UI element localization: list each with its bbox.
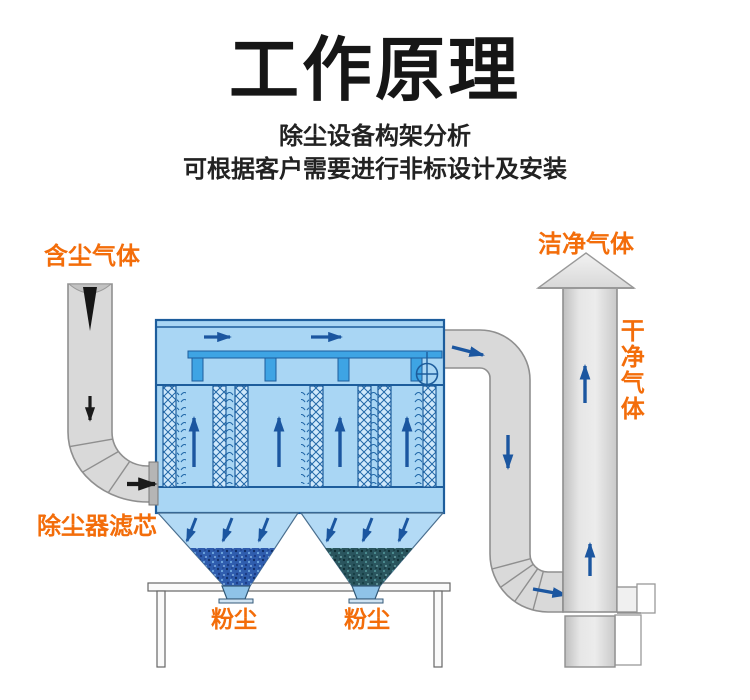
exhaust-stack — [535, 252, 656, 668]
updraft-arrows — [188, 415, 413, 467]
outlet-flange-left — [218, 598, 254, 604]
filter-cartridges — [162, 385, 437, 488]
label-dusty-gas: 含尘气体 — [44, 243, 140, 270]
subtitle-line2: 可根据客户需要进行非标设计及安装 — [183, 156, 567, 183]
stack-base-outline — [614, 614, 642, 666]
inlet-pipe-elbow — [67, 283, 158, 503]
frame-leg-left — [156, 590, 166, 668]
dust-pile-right — [325, 548, 413, 586]
label-clean-gas-vertical: 干净气体 — [616, 318, 644, 422]
dust-collector-body — [154, 318, 446, 515]
flow-right-arrow-icon — [451, 345, 485, 357]
settling-arrows — [185, 517, 270, 543]
page-title: 工作原理 — [229, 31, 521, 109]
dust-pile-left — [190, 548, 275, 586]
flow-right-arrow-icon — [532, 587, 569, 598]
hopper-outlet-right — [351, 585, 381, 600]
label-filter-element: 除尘器滤芯 — [37, 513, 157, 540]
hopper-left — [156, 512, 300, 604]
settling-arrows — [325, 517, 410, 543]
down-arrow-icon — [83, 287, 97, 331]
subtitle-line1: 除尘设备构架分析 — [279, 123, 471, 150]
label-dust-left: 粉尘 — [211, 606, 257, 632]
fan-motor — [636, 583, 656, 614]
inlet-flow-arrows — [83, 287, 97, 422]
label-clean-gas: 洁净气体 — [538, 231, 634, 258]
frame-leg-right — [433, 590, 443, 668]
outlet-duct-downcomer — [443, 329, 569, 613]
label-dust-right: 粉尘 — [344, 606, 390, 632]
hopper-right — [299, 512, 445, 604]
pulse-header-pipe — [187, 350, 443, 382]
hopper-outlet-left — [221, 585, 251, 600]
frame-beam — [147, 582, 451, 592]
collector-housing — [154, 318, 446, 515]
support-frame — [147, 582, 451, 668]
fan-fitting — [616, 586, 638, 613]
outlet-flange-right — [348, 598, 384, 604]
elbow-segment-lines — [69, 438, 131, 494]
stack-lower-pipe — [564, 615, 616, 668]
